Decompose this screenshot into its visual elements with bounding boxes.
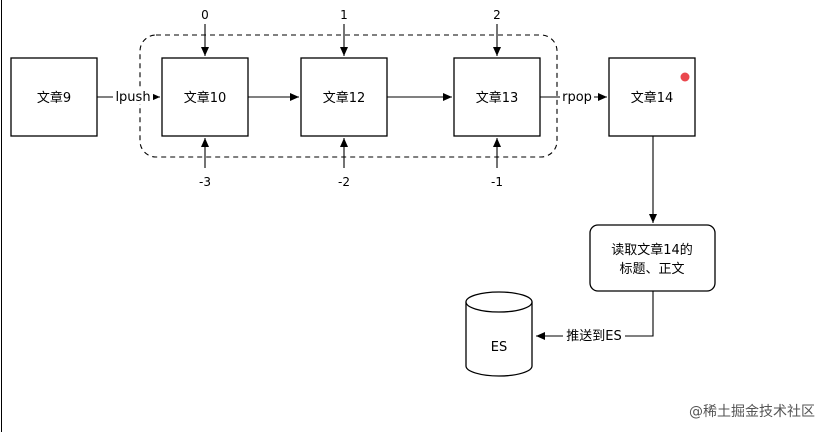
edge-rpop-label-bg — [560, 88, 594, 104]
edge-lpush-label: lpush — [115, 90, 150, 105]
index-top-0: 0 — [201, 8, 209, 22]
list-dashed-container — [139, 34, 558, 158]
edge-lpush-label-bg — [113, 88, 153, 104]
node-article-9: 文章9 — [10, 57, 98, 137]
node-read-line2: 标题、正文 — [619, 262, 684, 277]
edge-rpop-label: rpop — [562, 90, 592, 105]
index-top-2: 2 — [493, 8, 501, 22]
node-article-13-label: 文章13 — [476, 90, 519, 106]
node-article-14-label: 文章14 — [631, 90, 674, 106]
index-bottom-1: -2 — [338, 175, 350, 189]
node-article-14: 文章14 — [608, 57, 696, 137]
watermark-text: @稀土掘金技术社区 — [689, 404, 815, 420]
cursor-dot — [680, 72, 690, 82]
node-article-12: 文章12 — [300, 57, 388, 137]
node-es-database: ES — [465, 291, 533, 377]
node-article-10-label: 文章10 — [184, 90, 227, 106]
node-read-article: 读取文章14的 标题、正文 — [589, 224, 716, 292]
edge-push-es-label-bg — [563, 327, 625, 344]
node-es-label: ES — [491, 340, 507, 355]
edge-push-es-label: 推送到ES — [566, 329, 621, 344]
index-bottom-0: -3 — [199, 175, 211, 189]
node-article-13: 文章13 — [453, 57, 541, 137]
node-article-10: 文章10 — [161, 57, 249, 137]
node-article-9-label: 文章9 — [37, 90, 71, 106]
index-top-1: 1 — [340, 8, 348, 22]
index-bottom-2: -1 — [491, 175, 503, 189]
node-article-12-label: 文章12 — [323, 90, 366, 106]
node-read-line1: 读取文章14的 — [611, 242, 693, 258]
